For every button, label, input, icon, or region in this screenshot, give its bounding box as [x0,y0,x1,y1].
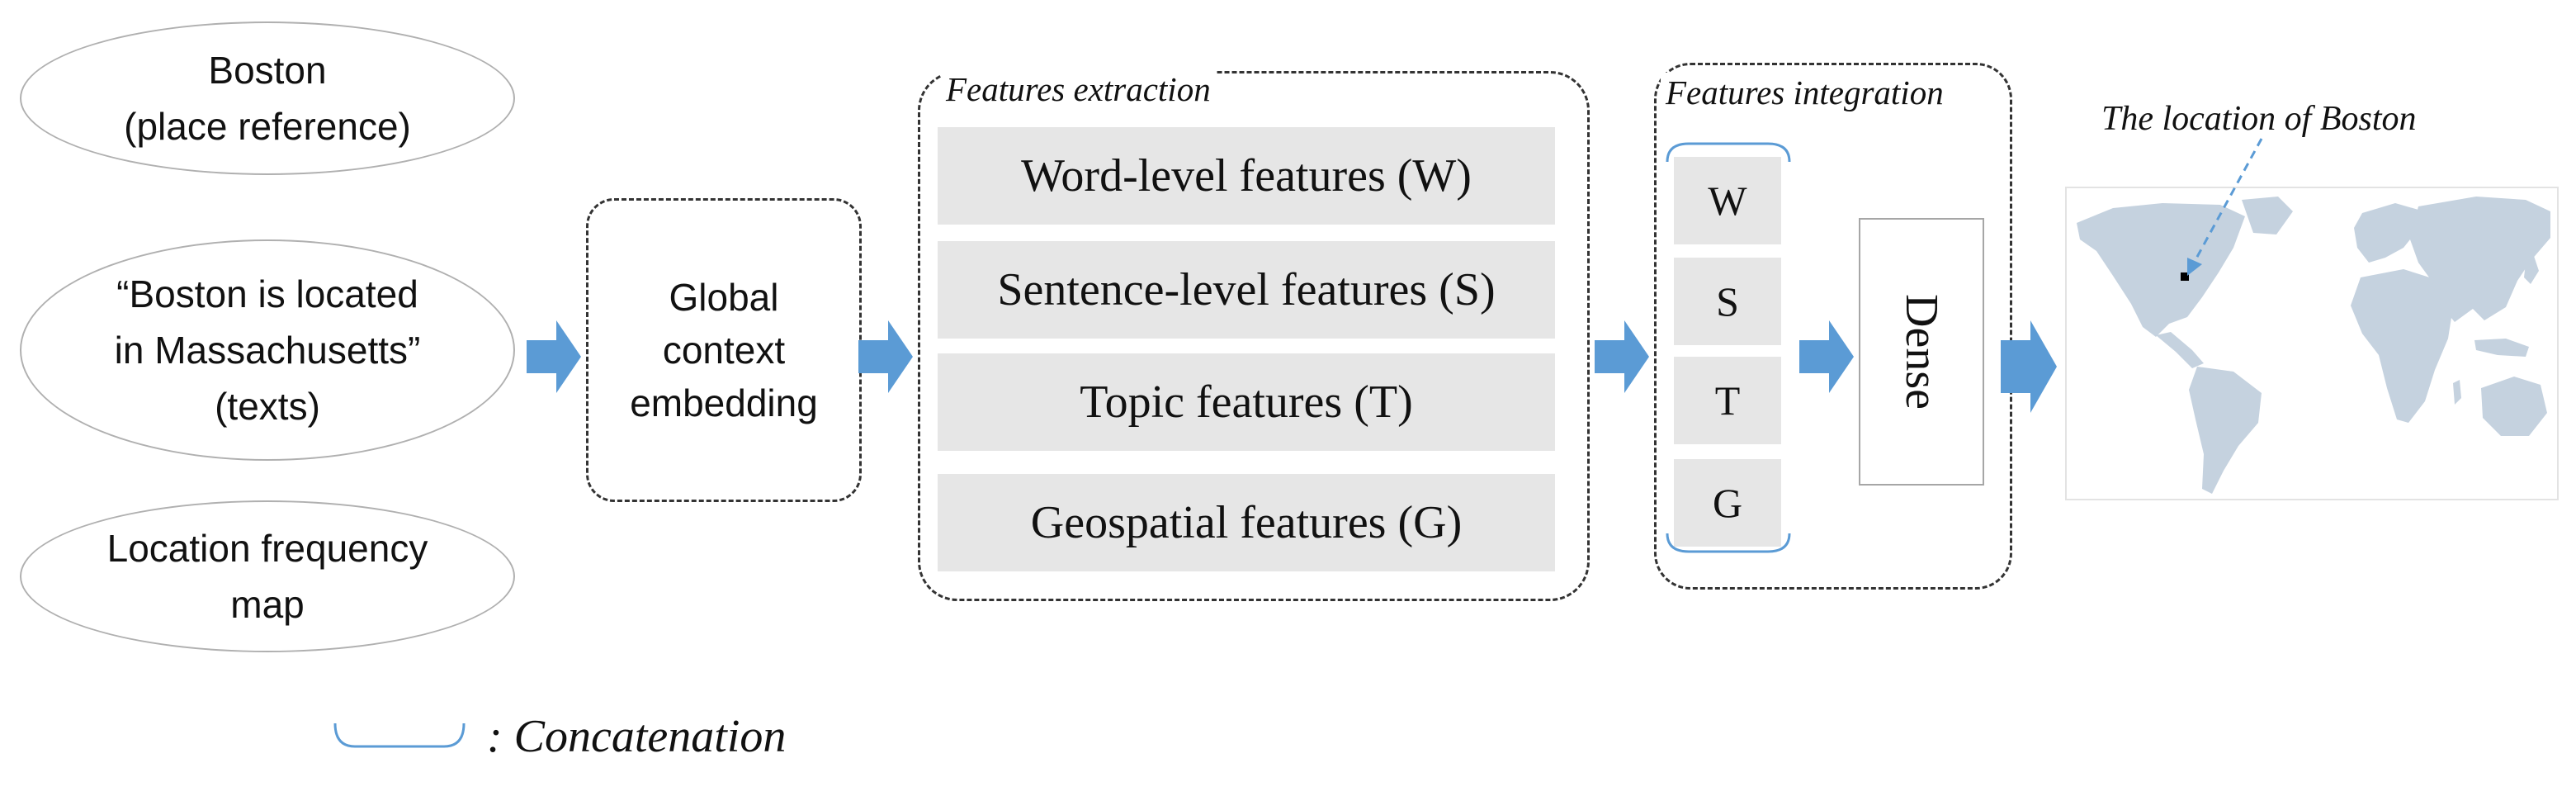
concat-bracket-top [1666,142,1791,163]
features-extraction-title: Features extraction [941,69,1216,109]
text-line-2: in Massachusetts” [114,329,421,372]
location-pointer-arrowhead [2187,258,2202,276]
south-america [2189,367,2262,494]
feature-word-level: Word-level features (W) [938,127,1555,225]
place-line-1: Boston [208,49,327,92]
asia [2410,197,2550,322]
block-t: T [1674,357,1781,444]
text-line-3: (texts) [215,385,320,428]
features-integration-panel [1654,63,2012,590]
central-america [2156,332,2204,368]
gce-line-2: context [662,329,786,372]
legend-concat-bracket-icon [333,723,466,748]
north-america [2077,203,2245,337]
text-line-1: “Boston is located [116,272,418,315]
africa [2351,269,2453,423]
input-place-reference: Boston (place reference) [20,21,515,175]
legend-concatenation-label: : Concatenation [487,711,787,762]
boston-marker [2181,272,2189,281]
place-line-2: (place reference) [124,105,411,148]
features-integration-title: Features integration [1661,73,1949,112]
map-line-1: Location frequency [106,527,428,570]
arrow-to-dense [1799,320,1854,393]
japan [2524,256,2539,284]
dense-layer: Dense [1859,218,1984,486]
arrow-embedding-to-extraction [858,320,913,393]
features-extraction-panel [918,71,1590,601]
input-texts: “Boston is located in Massachusetts” (te… [20,239,515,461]
europe [2354,203,2418,263]
australia [2481,377,2547,436]
block-s: S [1674,258,1781,345]
gce-line-3: embedding [630,381,818,424]
map-line-2: map [230,583,305,626]
indonesia [2474,339,2529,357]
arrow-extraction-to-integration [1595,320,1649,393]
madagascar [2453,380,2461,405]
block-w: W [1674,157,1781,244]
feature-geospatial: Geospatial features (G) [938,474,1555,571]
location-pointer-line [2191,138,2263,267]
gce-line-1: Global [669,276,779,319]
world-map [2077,197,2550,494]
greenland [2242,197,2293,235]
global-context-embedding-label: Global context embedding [588,201,859,500]
concat-bracket-bottom [1666,533,1791,553]
arrow-inputs-to-embedding [527,320,581,393]
location-label: The location of Boston [2101,100,2417,138]
block-g: G [1674,459,1781,547]
arrow-dense-to-map [2001,320,2057,413]
feature-topic: Topic features (T) [938,353,1555,451]
input-location-frequency-map: Location frequency map [20,500,515,652]
feature-sentence-level: Sentence-level features (S) [938,241,1555,339]
